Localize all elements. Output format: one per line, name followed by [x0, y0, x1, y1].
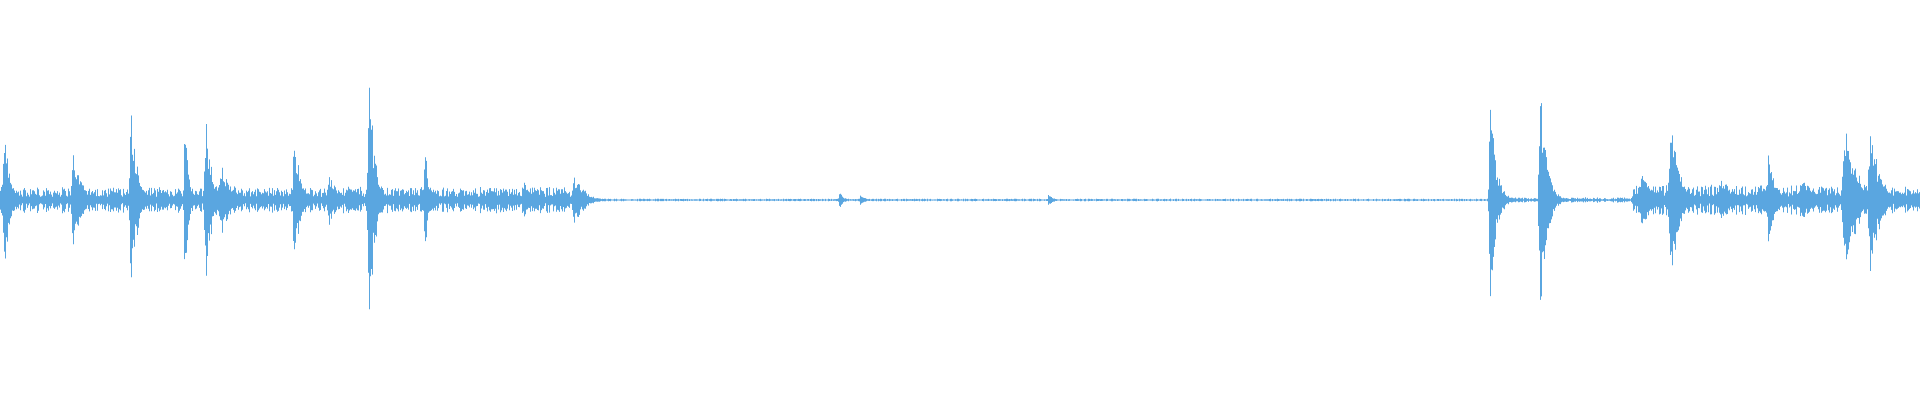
waveform-signal: [0, 87, 1920, 310]
